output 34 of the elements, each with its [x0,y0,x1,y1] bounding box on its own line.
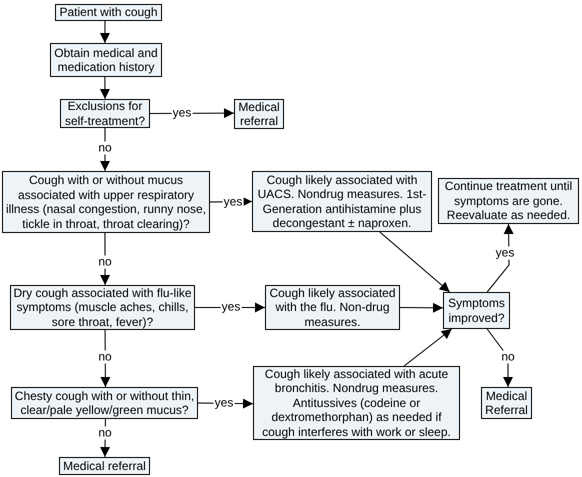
box-text: Cough likely associated with UACS. Nondrug measures. 1st-Generation antihistamine plus decongestant ± naproxen. [256,172,428,230]
flowchart-box [55,4,162,21]
box-text: Medical referral [237,100,281,128]
arrow [486,328,514,388]
box-text: Patient with cough [59,5,158,20]
box-text: Cough with or without mucus associated with upper respiratory illness (nasal congestion, runny nose, tickle in throat, throat clearing)? [5,173,207,231]
arrow [400,302,444,313]
edge-label: no [97,256,113,268]
box-text: Dry cough associated with flu-like symptoms (muscle aches, chills, sore throat, fever)? [13,286,192,330]
edge-label: no [97,142,113,154]
box-text: Medical Referral [484,388,529,418]
box-text: Medical referral [63,458,146,474]
arrow [100,418,110,458]
box-text: Symptoms improved? [447,296,506,325]
flowchart-box [59,457,150,475]
box-text: Cough likely associated with acute bronchitis. Nondrug measures. Antitussives (codeine or dextromethorphan) as needed if cough interferes with work or sleep. [261,366,452,440]
arrow [404,328,452,366]
arrow [379,232,450,292]
box-text: Chesty cough with or without thin, clear/pale yellow/green mucus? [14,388,195,418]
box-text: Cough likely associated with the flu. Non-drug measures. [268,286,397,330]
arrow [486,224,514,292]
arrow [100,232,110,286]
edge-label: no [97,426,113,440]
arrow [100,128,110,172]
edge-label: no [97,350,113,364]
arrow [100,20,110,44]
edge-label: no [500,350,516,364]
arrow [100,76,110,100]
box-text: Exclusions for self-treatment? [64,99,146,128]
edge-label: yes [222,196,244,208]
arrow [100,330,110,388]
box-text: Obtain medical and medication history [53,46,159,74]
box-text: Continue treatment until symptoms are gone. Reevaluate as needed. [444,179,574,223]
edge-label: yes [494,246,516,260]
